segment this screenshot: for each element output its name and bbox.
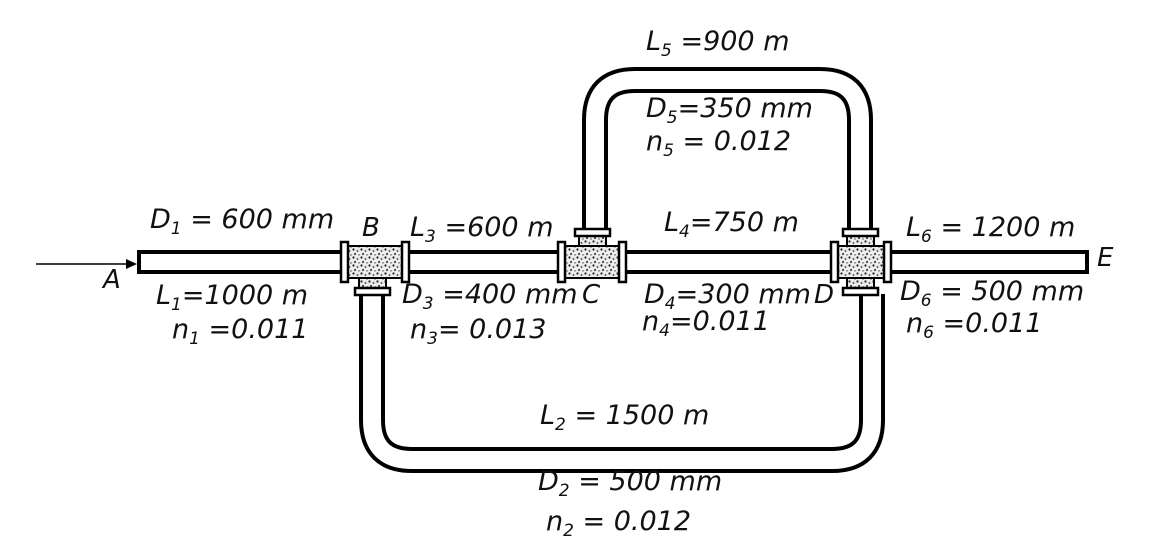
inflow-arrow-icon (36, 259, 137, 269)
pipe-1-roughness: n1 =0.011 (172, 314, 308, 349)
pipe-5-length: L5 =900 m (646, 26, 790, 61)
pipe-6-roughness: n6 =0.011 (906, 308, 1042, 343)
pipe-4-roughness: n4=0.011 (642, 306, 770, 341)
pipe-3 (402, 250, 566, 274)
pipe-1 (137, 250, 348, 274)
pipe-4 (622, 250, 838, 274)
tee-junction-icon-d (829, 227, 893, 297)
pipe-6-diameter: D6 = 500 mm (900, 276, 1084, 311)
node-c-label: C (582, 280, 601, 310)
tee-junction-icon-b (339, 240, 411, 297)
pipe-5-diameter: D5=350 mm (646, 93, 813, 128)
node-d-label: D (814, 280, 834, 310)
pipe-2-inner (363, 294, 881, 469)
pipe-3-roughness: n3= 0.013 (410, 314, 546, 349)
pipe-1-length: L1=1000 m (156, 280, 308, 315)
pipe-6-length: L6 = 1200 m (906, 212, 1075, 247)
pipe-2-length: L2 = 1500 m (540, 400, 709, 435)
pipe-1-diameter: D1 = 600 mm (150, 204, 334, 239)
pipe-4-length: L4=750 m (664, 207, 799, 242)
tee-junction-icon-c (556, 227, 628, 284)
node-a-label: A (101, 265, 121, 295)
pipe-2-diameter: D2 = 500 mm (538, 466, 722, 501)
pipe-4-diameter: D4=300 mm (644, 279, 811, 314)
pipe-3-length: L3 =600 m (410, 212, 554, 247)
pipe-5-roughness: n5 = 0.012 (646, 126, 791, 161)
node-b-label: B (362, 213, 380, 243)
pipe-2-roughness: n2 = 0.012 (546, 506, 691, 541)
pipe-5-inner (586, 71, 869, 236)
node-e-label: E (1097, 243, 1114, 273)
pipe-6 (885, 250, 1089, 274)
pipe-3-diameter: D3 =400 mm (402, 279, 578, 314)
